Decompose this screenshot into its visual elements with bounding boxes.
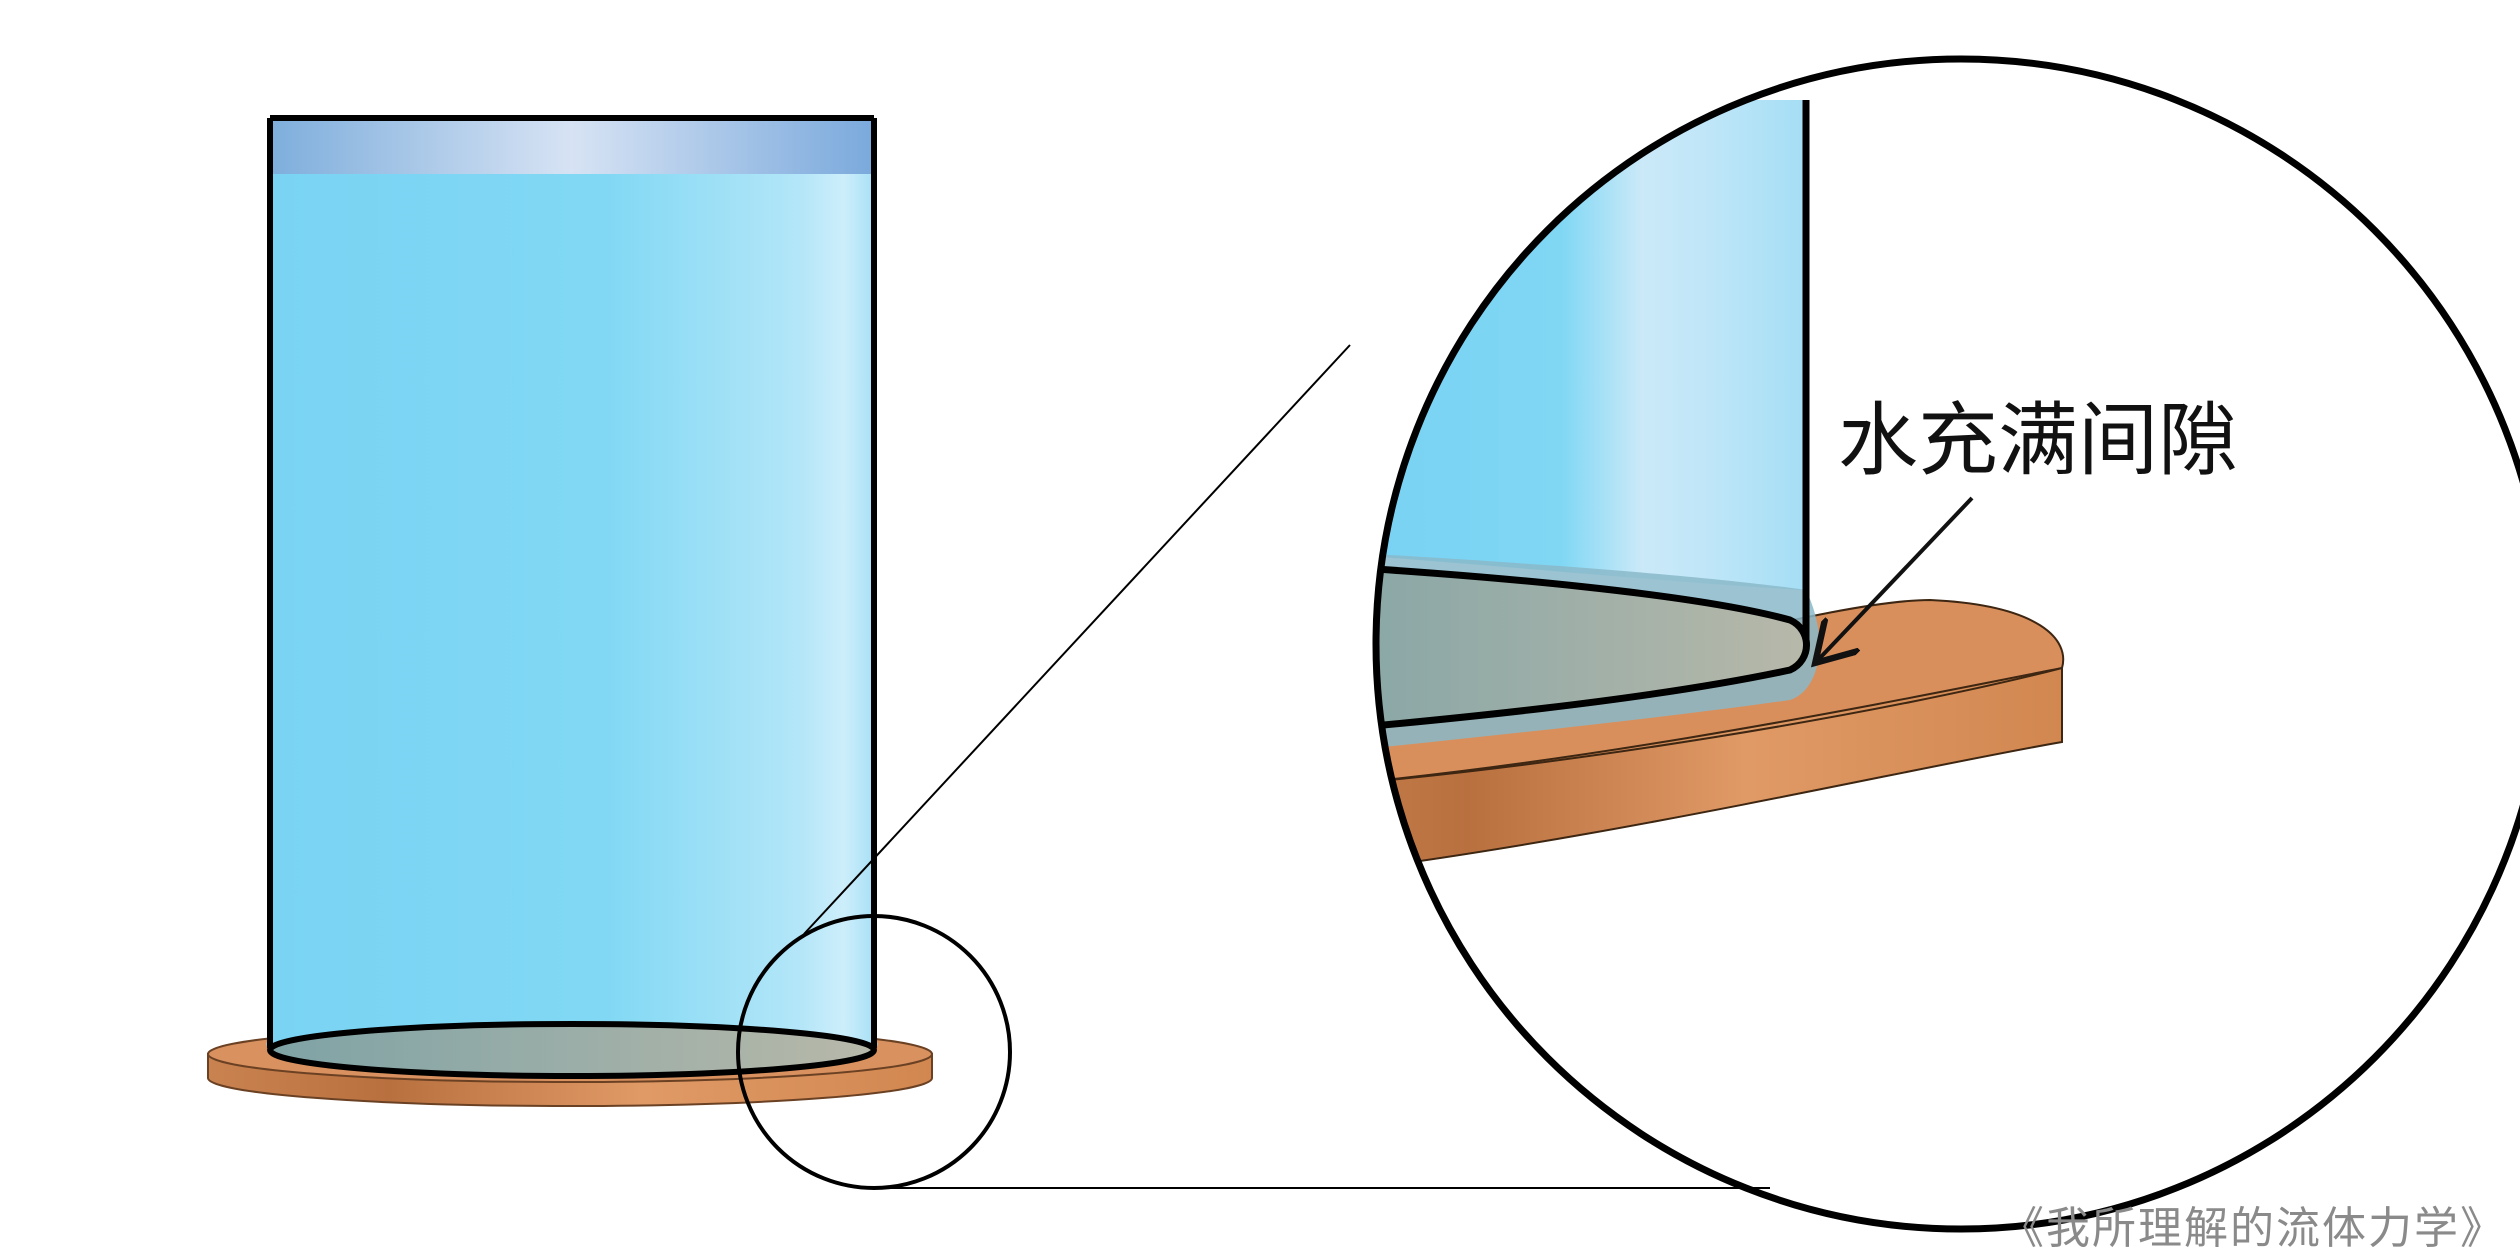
callout: 水充满间隙	[1818, 394, 2238, 660]
zoom-cylinder-wall	[1376, 558, 1810, 740]
magnifier-large-circle	[1372, 55, 2520, 1233]
zoom-cylinder-water	[1376, 100, 1806, 590]
left-assembly	[207, 115, 933, 1107]
zoom-gap-water	[1376, 562, 1807, 736]
callout-label: 水充满间隙	[1838, 394, 2238, 487]
glass-cylinder	[267, 115, 877, 1079]
zoom-view	[1372, 55, 2520, 1233]
zoom-connector-lines	[803, 344, 1770, 1189]
watermark: 《我所理解的流体力学》	[2000, 1203, 2506, 1254]
callout-arrow	[1818, 496, 1974, 660]
